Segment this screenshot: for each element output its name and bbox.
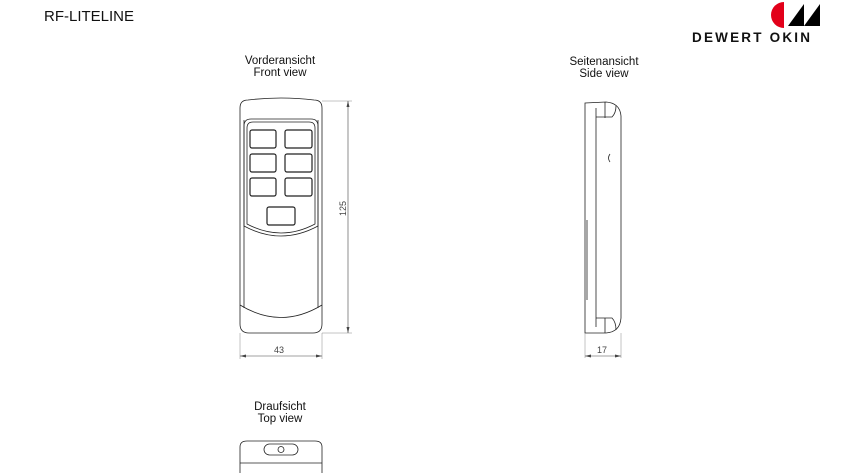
top-view-label-de: Draufsicht [254, 401, 306, 413]
side-view-label: Seitenansicht Side view [544, 56, 664, 80]
top-view-label: Draufsicht Top view [220, 401, 340, 425]
brand-name: DEWERT OKIN [692, 30, 813, 45]
front-view-label: Vorderansicht Front view [220, 55, 340, 79]
side-view-label-en: Side view [579, 68, 629, 80]
front-view-label-de: Vorderansicht [244, 55, 316, 67]
front-view-label-en: Front view [253, 67, 307, 79]
top-view-label-en: Top view [257, 413, 303, 425]
front-view-drawing [239, 97, 352, 359]
depth-dimension: 17 [597, 345, 607, 355]
side-view-label-de: Seitenansicht [569, 56, 639, 68]
height-dimension: 125 [338, 201, 348, 216]
document-title: RF-LITELINE [44, 8, 135, 25]
width-dimension: 43 [274, 345, 284, 355]
top-view-drawing [239, 440, 323, 473]
side-view-drawing [584, 101, 622, 358]
dewert-okin-logo-icon [771, 2, 820, 28]
